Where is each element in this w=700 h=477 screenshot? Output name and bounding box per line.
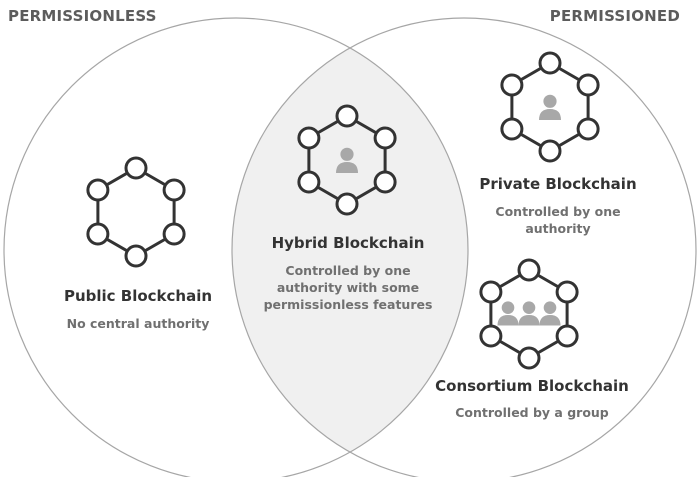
permissionless-label: PERMISSIONLESS [8,7,157,25]
hybrid-blockchain-subtitle-line-1: Controlled by one [285,263,411,278]
network-node [500,117,524,141]
network-node [86,178,110,202]
network-node [555,324,579,348]
network-node [538,139,562,163]
private-blockchain-network-icon [500,51,600,163]
network-node [576,73,600,97]
network-node [538,51,562,75]
network-node [162,178,186,202]
public-blockchain-network-icon [86,156,186,268]
user-body [539,315,561,326]
user-body [336,162,358,173]
user-head [522,301,536,314]
network-node [500,73,524,97]
consortium-blockchain-title: Consortium Blockchain [435,377,629,395]
network-node [517,258,541,282]
network-node [479,280,503,304]
network-node [162,222,186,246]
hybrid-blockchain-subtitle-line-2: authority with some [276,280,420,295]
permissioned-circle [231,17,697,477]
network-node [124,156,148,180]
hybrid-blockchain-subtitle-line-3: permissionless features [263,297,433,312]
private-blockchain-subtitle-line-2: authority [525,221,591,236]
public-blockchain-subtitle: No central authority [66,316,210,331]
network-node [297,170,321,194]
network-node [373,170,397,194]
public-blockchain-title: Public Blockchain [63,287,213,305]
user-body [518,315,540,326]
permissioned-label: PERMISSIONED [549,7,680,25]
hybrid-blockchain-title: Hybrid Blockchain [271,234,425,252]
network-node [335,104,359,128]
consortium-blockchain-subtitle: Controlled by a group [455,405,609,420]
network-node [373,126,397,150]
network-node [297,126,321,150]
network-node [555,280,579,304]
network-link [489,268,569,360]
overlap-region [232,18,468,477]
user-body [497,315,519,326]
user-body [539,109,561,120]
user-head [543,94,557,108]
network-node [86,222,110,246]
private-blockchain-subtitle-line-1: Controlled by one [495,204,621,219]
user-head [501,301,515,314]
user-head [543,301,557,314]
permissionless-circle [3,17,469,477]
private-blockchain-title: Private Blockchain [479,175,637,193]
network-node [335,192,359,216]
user-head [340,147,354,161]
network-node [517,346,541,370]
hybrid-blockchain-network-icon [297,104,397,216]
network-node [124,244,148,268]
network-link [96,166,176,258]
consortium-blockchain-network-icon [479,258,579,370]
network-node [479,324,503,348]
network-node [576,117,600,141]
